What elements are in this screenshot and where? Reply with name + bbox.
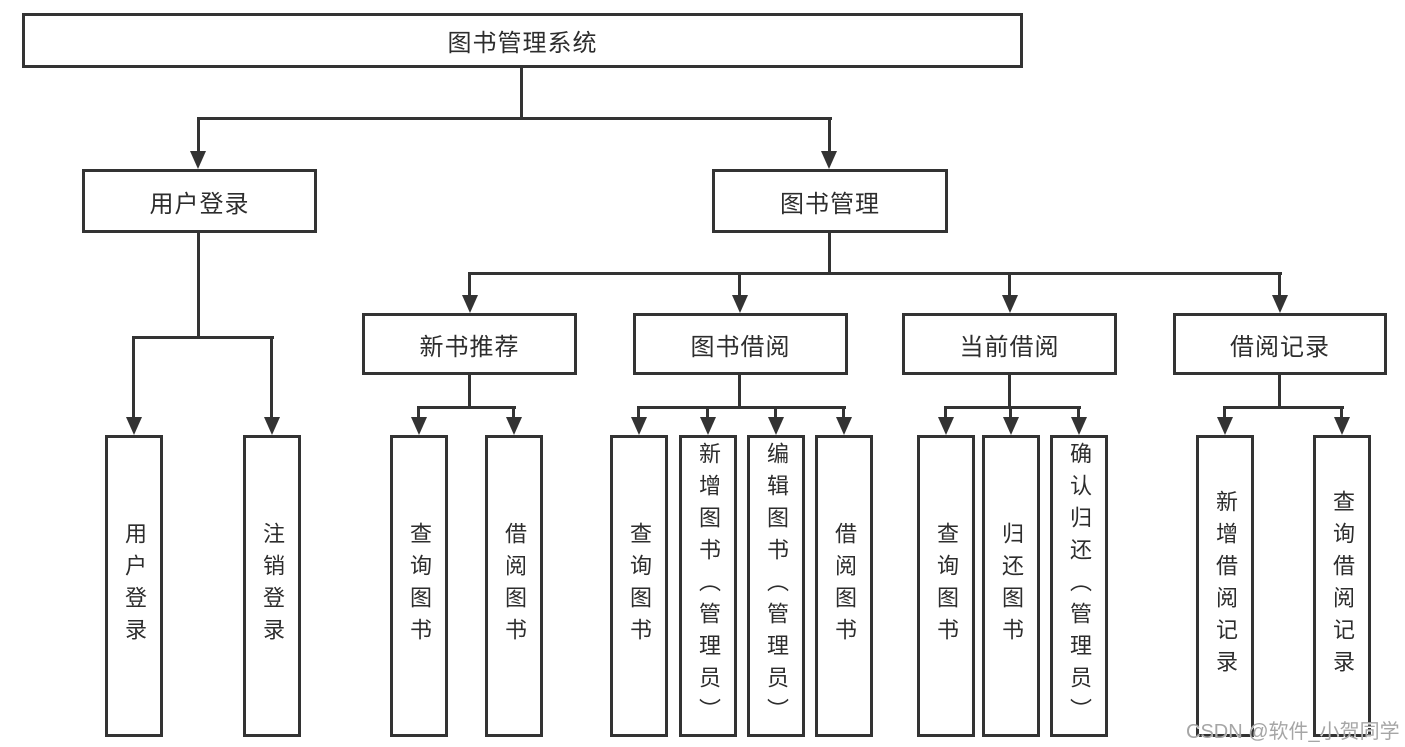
connector-line — [468, 375, 471, 406]
node-label: 注销登录 — [260, 522, 285, 650]
connector-line — [1223, 406, 1344, 409]
connector-line — [417, 406, 516, 409]
node-borrowing-records: 借阅记录 — [1173, 313, 1387, 375]
connector-line — [270, 336, 273, 417]
connector-line — [512, 406, 515, 417]
connector-line — [1009, 406, 1012, 417]
node-label: 借阅图书 — [502, 522, 527, 650]
leaf-query-books-recommend: 查询图书 — [390, 435, 448, 737]
arrow-down-icon — [1334, 417, 1350, 435]
connector-line — [828, 117, 831, 151]
arrow-down-icon — [411, 417, 427, 435]
connector-line — [1340, 406, 1343, 417]
node-label: 归还图书 — [999, 522, 1024, 650]
connector-line — [1278, 375, 1281, 406]
arrow-down-icon — [190, 151, 206, 169]
connector-line — [944, 406, 947, 417]
connector-line — [197, 117, 832, 120]
connector-line — [1278, 272, 1281, 295]
connector-line — [774, 406, 777, 417]
connector-line — [1008, 272, 1011, 295]
connector-line — [637, 406, 846, 409]
node-label: 用户登录 — [122, 522, 147, 650]
node-label: 图书管理系统 — [447, 30, 598, 57]
node-label: 借阅图书 — [832, 522, 857, 650]
leaf-borrow-books-recommend: 借阅图书 — [485, 435, 543, 737]
leaf-query-books-current: 查询图书 — [917, 435, 975, 737]
arrow-down-icon — [631, 417, 647, 435]
connector-line — [944, 406, 1081, 409]
leaf-logout: 注销登录 — [243, 435, 301, 737]
connector-line — [1223, 406, 1226, 417]
connector-line — [197, 117, 200, 151]
node-label: 新书推荐 — [419, 333, 520, 361]
connector-line — [738, 375, 741, 406]
leaf-edit-book-admin: 编辑图书（管理员） — [747, 435, 805, 737]
connector-line — [1008, 375, 1011, 406]
node-user-login: 用户登录 — [82, 169, 317, 233]
arrow-down-icon — [1217, 417, 1233, 435]
node-label: 图书管理 — [780, 190, 880, 218]
connector-line — [132, 336, 274, 339]
node-label: 查询图书 — [407, 522, 432, 650]
node-label: 借阅记录 — [1230, 333, 1330, 361]
connector-line — [637, 406, 640, 417]
node-label: 图书借阅 — [690, 333, 791, 361]
leaf-confirm-return-admin: 确认归还（管理员） — [1050, 435, 1108, 737]
connector-line — [842, 406, 845, 417]
node-book-management: 图书管理 — [712, 169, 948, 233]
arrow-down-icon — [700, 417, 716, 435]
connector-line — [197, 233, 200, 336]
connector-line — [738, 272, 741, 295]
arrow-down-icon — [732, 295, 748, 313]
connector-line — [706, 406, 709, 417]
arrow-down-icon — [126, 417, 142, 435]
leaf-add-book-admin: 新增图书（管理员） — [679, 435, 737, 737]
connector-line — [468, 272, 1282, 275]
connector-line — [828, 233, 831, 272]
leaf-query-borrow-record: 查询借阅记录 — [1313, 435, 1371, 737]
arrow-down-icon — [836, 417, 852, 435]
arrow-down-icon — [264, 417, 280, 435]
arrow-down-icon — [1272, 295, 1288, 313]
connector-line — [520, 68, 523, 117]
leaf-add-borrow-record: 新增借阅记录 — [1196, 435, 1254, 737]
node-label: 查询图书 — [627, 522, 652, 650]
arrow-down-icon — [462, 295, 478, 313]
node-label: 新增借阅记录 — [1213, 490, 1238, 682]
arrow-down-icon — [938, 417, 954, 435]
node-root-library-system: 图书管理系统 — [22, 13, 1023, 68]
leaf-borrow-books: 借阅图书 — [815, 435, 873, 737]
arrow-down-icon — [506, 417, 522, 435]
arrow-down-icon — [1003, 417, 1019, 435]
connector-line — [132, 336, 135, 417]
arrow-down-icon — [821, 151, 837, 169]
arrow-down-icon — [1071, 417, 1087, 435]
node-label: 查询图书 — [934, 522, 959, 650]
node-new-book-recommend: 新书推荐 — [362, 313, 577, 375]
node-label: 用户登录 — [149, 190, 250, 218]
node-label: 当前借阅 — [959, 333, 1060, 361]
leaf-user-login: 用户登录 — [105, 435, 163, 737]
node-label: 确认归还（管理员） — [1067, 442, 1092, 730]
connector-line — [1077, 406, 1080, 417]
node-book-borrowing: 图书借阅 — [633, 313, 848, 375]
arrow-down-icon — [1002, 295, 1018, 313]
node-label: 查询借阅记录 — [1330, 490, 1355, 682]
connector-line — [468, 272, 471, 295]
arrow-down-icon — [768, 417, 784, 435]
node-label: 编辑图书（管理员） — [764, 442, 789, 730]
node-current-borrowing: 当前借阅 — [902, 313, 1117, 375]
csdn-watermark: CSDN @软件_小贺同学 — [1186, 721, 1400, 743]
leaf-return-book: 归还图书 — [982, 435, 1040, 737]
connector-line — [417, 406, 420, 417]
node-label: 新增图书（管理员） — [696, 442, 721, 730]
leaf-query-books-borrowing: 查询图书 — [610, 435, 668, 737]
